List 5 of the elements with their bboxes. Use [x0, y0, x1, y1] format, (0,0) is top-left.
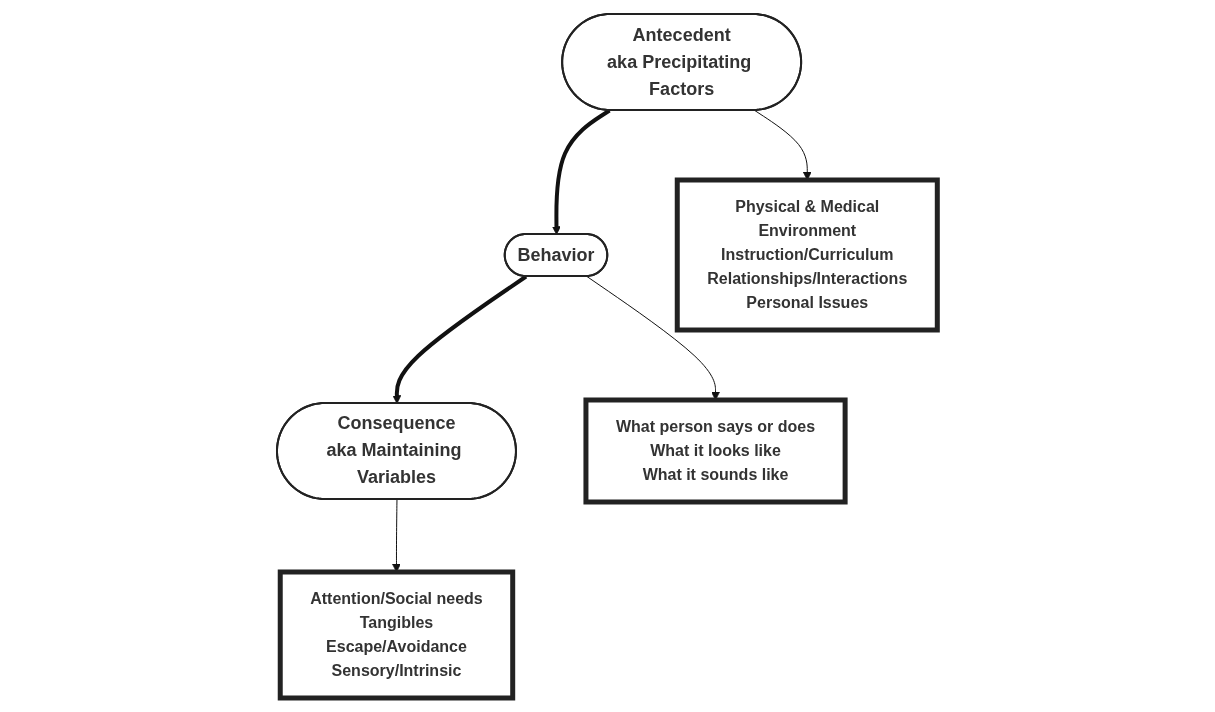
node-box: What person says or does What it looks like What it sounds like — [583, 397, 848, 505]
arrow — [392, 274, 528, 404]
node-box: Physical & Medical Environment Instruction/Curriculum Relationships/Interactions Personal Issues — [675, 177, 941, 333]
node-box: Attention/Social needs Tangibles Escape/Avoidance Sensory/Intrinsic — [278, 569, 516, 701]
arrow — [552, 108, 611, 235]
